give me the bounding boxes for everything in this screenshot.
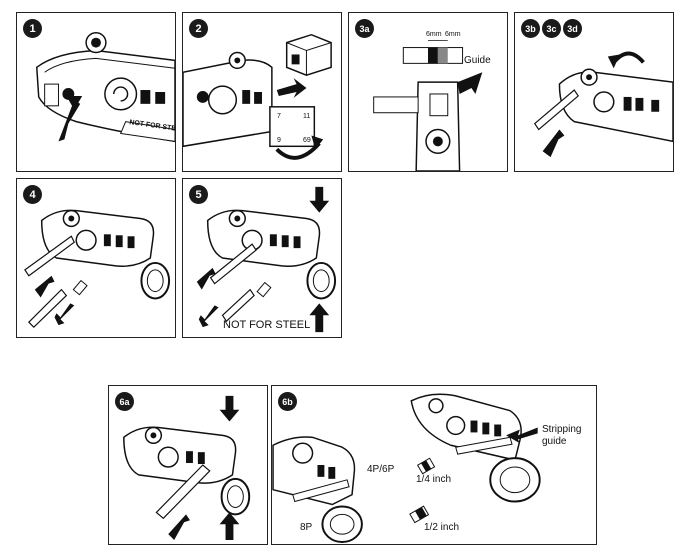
- panel-step-5: 5 NOT FOR STEEL: [182, 178, 342, 338]
- blade-number-bottom-right: 69: [303, 137, 311, 144]
- step-badge-3a: 3a: [355, 19, 374, 38]
- panel-step-4: 4: [16, 178, 176, 338]
- panel-step-6b: 6b 4P/6P 8P 1/4 inch 1/2 inch Stripping …: [271, 385, 597, 545]
- step-badge-1: 1: [23, 19, 42, 38]
- step-badge-2: 2: [189, 19, 208, 38]
- step-5-illustration: [196, 186, 337, 333]
- step-badge-3b: 3b: [521, 19, 540, 38]
- warning-label: NOT FOR STEEL: [223, 319, 311, 331]
- step-badge-6b: 6b: [278, 392, 297, 411]
- panel-step-1: 1 NOT FOR STEEL: [16, 12, 176, 172]
- dimension-label-right: 6mm: [445, 31, 461, 38]
- guide-label: Guide: [464, 55, 491, 66]
- panel-step-2: 2 7 11 9 69: [182, 12, 342, 172]
- step-3bcd-illustration: [533, 51, 673, 158]
- step-badge-3c: 3c: [542, 19, 561, 38]
- blade-number-top-left: 7: [277, 113, 281, 120]
- label-stripping-guide: Stripping guide: [542, 424, 582, 447]
- step-2-illustration: [183, 33, 332, 160]
- label-half-inch: 1/2 inch: [424, 522, 460, 533]
- label-quarter-inch: 1/4 inch: [416, 474, 452, 485]
- step-badge-5: 5: [189, 185, 208, 204]
- step-6a-illustration: [123, 395, 251, 541]
- step-6b-illustration: [272, 393, 541, 544]
- blade-number-top-right: 11: [303, 113, 311, 120]
- step-badge-6a: 6a: [115, 392, 134, 411]
- label-4p6p: 4P/6P: [367, 464, 395, 475]
- step-1-illustration: [35, 32, 175, 143]
- panel-step-6a: 6a: [108, 385, 268, 545]
- label-8p: 8P: [300, 522, 313, 533]
- dimension-label-left: 6mm: [426, 31, 442, 38]
- step-3a-illustration: [373, 40, 483, 171]
- blade-number-bottom-left: 9: [277, 137, 281, 144]
- panel-step-3a: 3a 6mm 6mm Guide: [348, 12, 508, 172]
- step-badge-3d: 3d: [563, 19, 582, 38]
- step-badge-4: 4: [23, 185, 42, 204]
- panel-step-3bcd: 3b 3c 3d: [514, 12, 674, 172]
- step-4-illustration: [24, 209, 171, 328]
